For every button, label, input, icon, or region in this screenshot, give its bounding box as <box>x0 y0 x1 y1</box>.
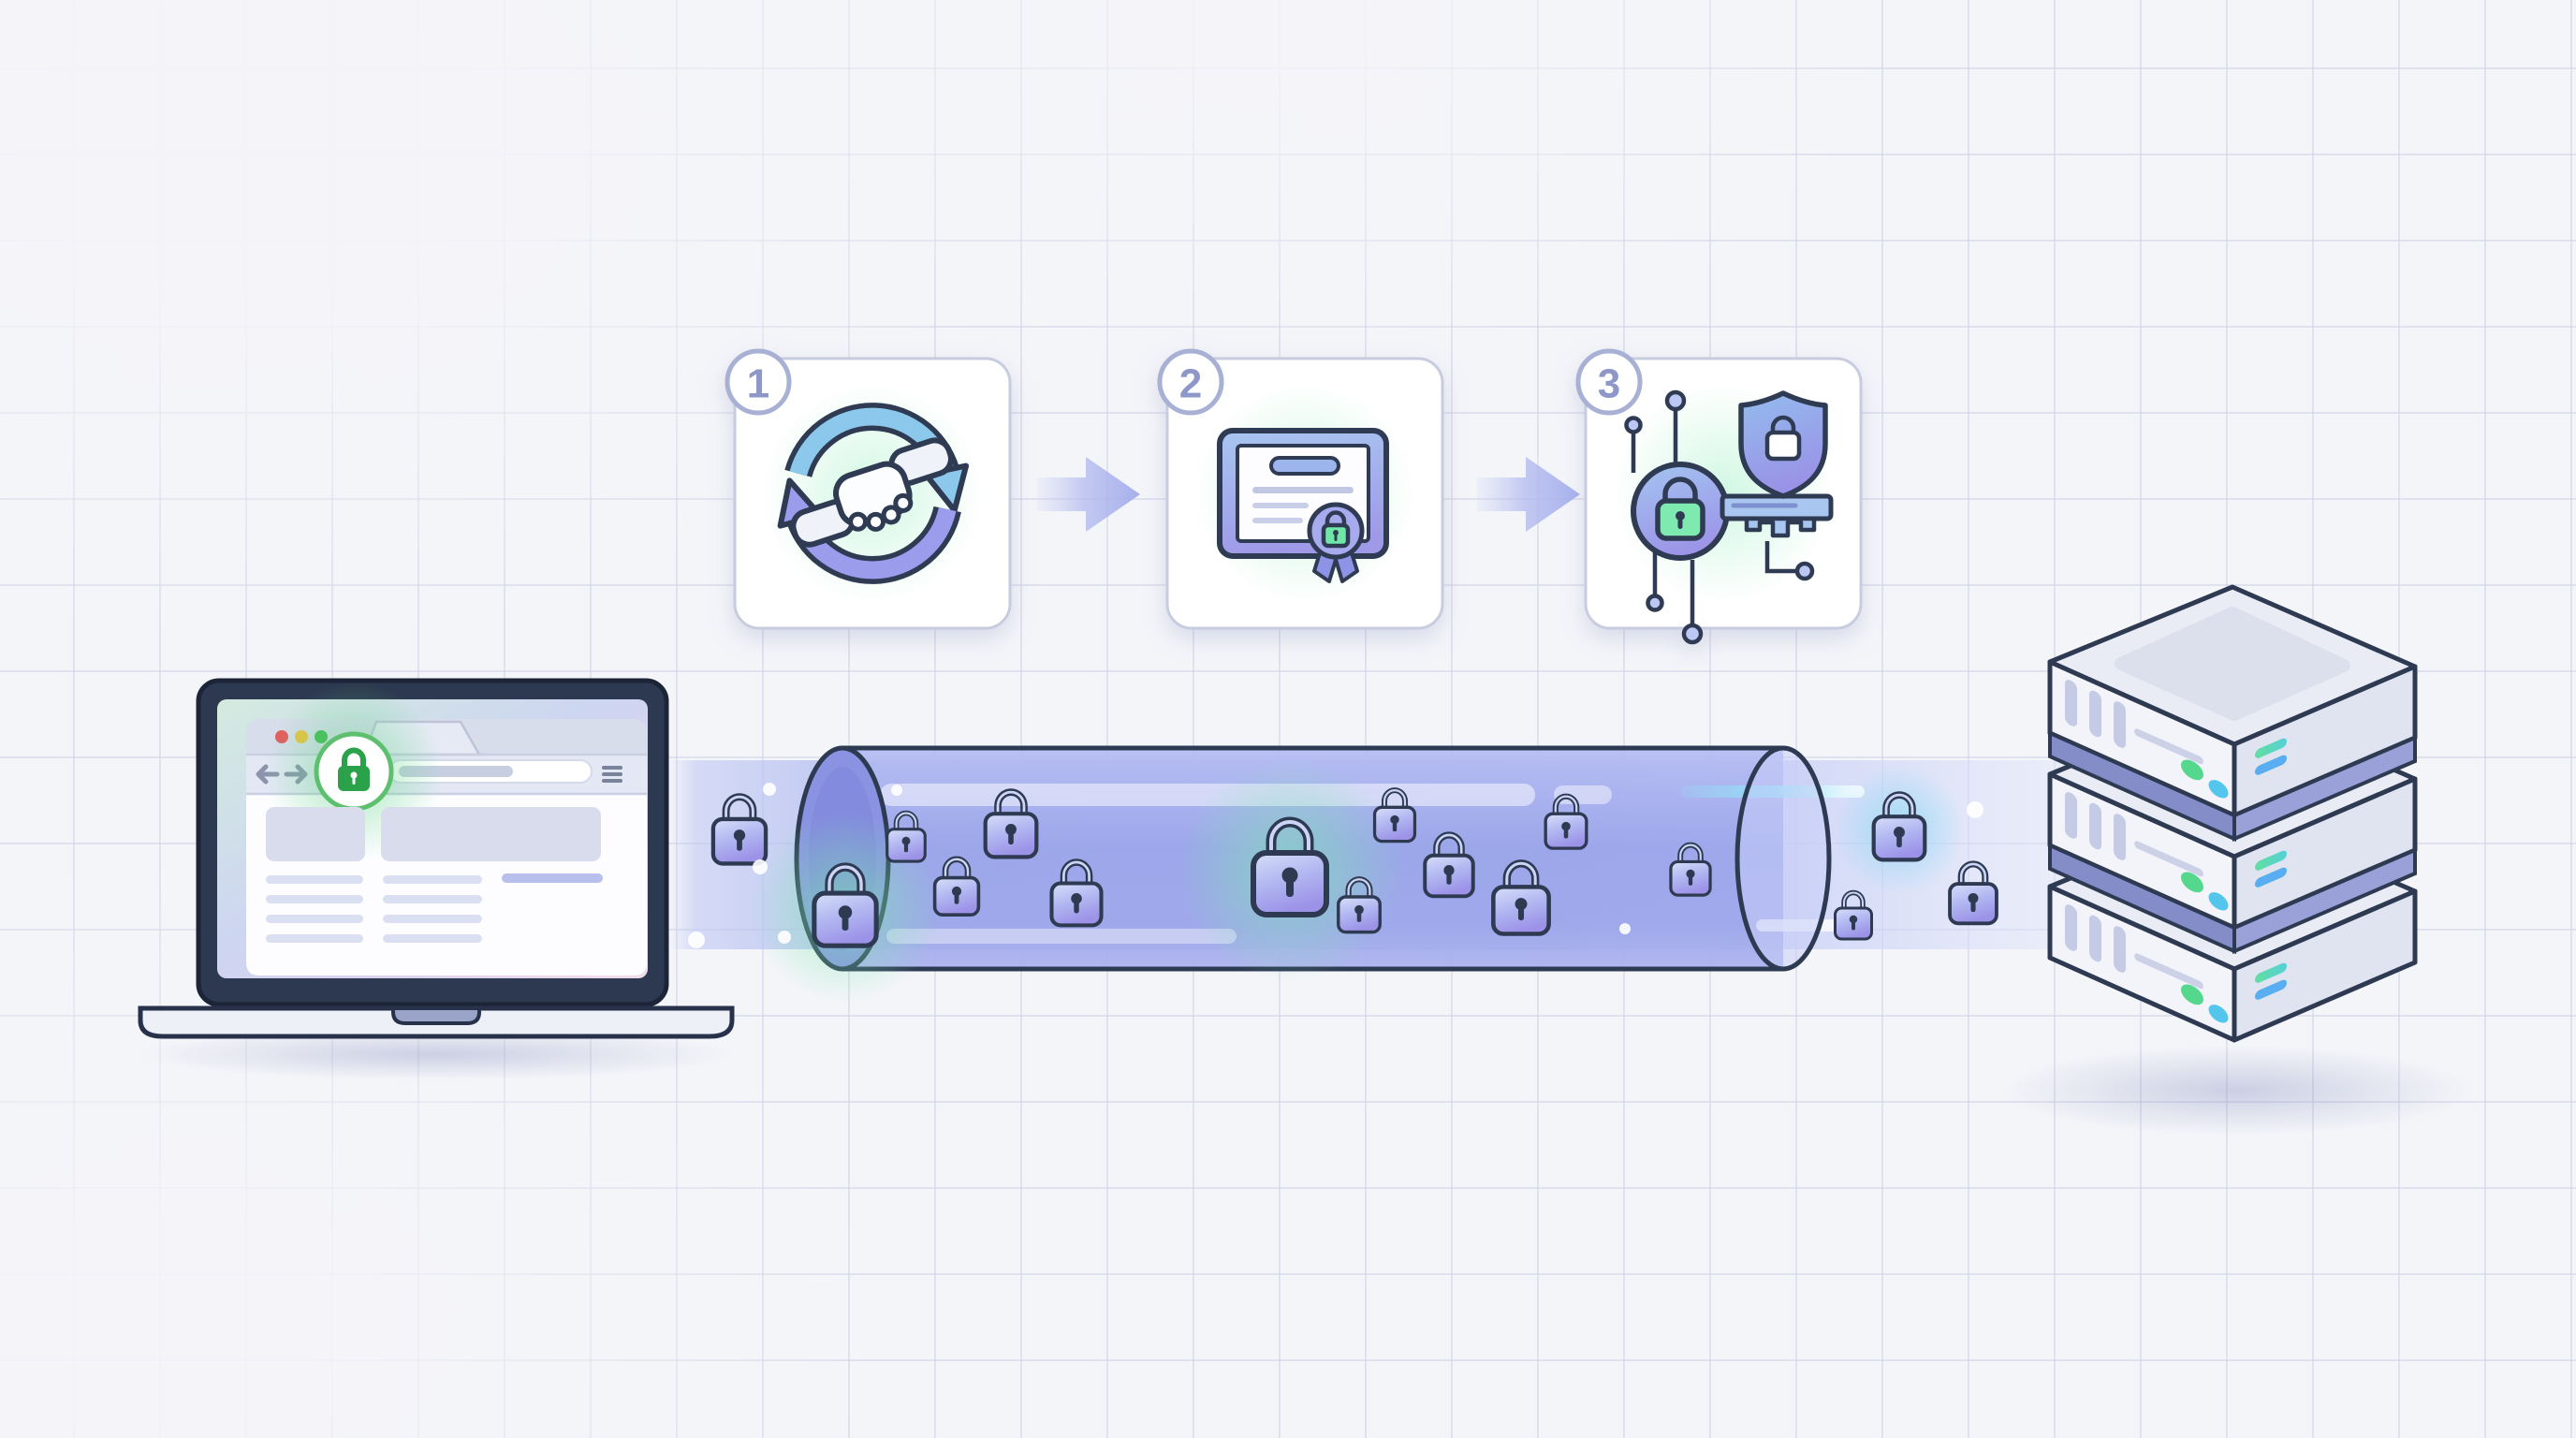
step-badge <box>724 348 792 416</box>
server-shadow <box>1998 1046 2476 1136</box>
padlocks-layer <box>713 757 1997 1004</box>
step-number: 2 <box>1179 361 1202 407</box>
led-cyan <box>2208 892 2229 911</box>
shield-lock-icon <box>1738 390 1828 499</box>
led-green <box>2181 759 2203 781</box>
step-number: 3 <box>1598 361 1620 407</box>
content-block <box>381 807 601 861</box>
encryption-key-shield-icon <box>1624 389 1834 645</box>
led-cyan <box>2208 1005 2229 1023</box>
server-stack <box>1998 584 2476 1136</box>
tunnel-right-cap <box>1734 745 1832 972</box>
led-cyan <box>2208 780 2229 799</box>
encrypted-tunnel <box>668 745 2074 1004</box>
motion-streak <box>886 929 1237 944</box>
step-badge <box>1157 348 1224 416</box>
step-card-2: 2 <box>1157 348 1444 630</box>
server-unit-1 <box>2047 584 2418 818</box>
led-green <box>2181 872 2203 893</box>
laptop-shadow <box>137 1028 736 1080</box>
circuit-dots <box>1624 389 1815 645</box>
key-lock-icon <box>1655 477 1705 541</box>
laptop <box>137 678 736 1080</box>
menu-icon <box>602 766 622 783</box>
flow-arrow-icon <box>1477 457 1580 532</box>
sparkle-dots <box>688 783 1983 948</box>
step-badge <box>1575 348 1643 416</box>
server-gap-band <box>2232 734 2417 843</box>
server-top-panel <box>2115 607 2350 721</box>
flow-arrow-icon <box>1037 457 1140 532</box>
browser-window <box>246 682 647 976</box>
step-card-1: 1 <box>724 348 1012 630</box>
secure-lock-icon <box>338 747 370 791</box>
content-block <box>266 807 365 861</box>
handshake-cycle-icon <box>777 403 970 584</box>
certificate-seal-lock-icon <box>1217 428 1389 583</box>
step-card-3: 3 <box>1575 348 1863 645</box>
step-number: 1 <box>747 361 769 407</box>
server-gap-band <box>2232 846 2417 955</box>
laptop-notch <box>391 1006 481 1025</box>
circuit-lines <box>1631 408 1797 625</box>
content-lines <box>266 873 603 943</box>
led-green <box>2181 984 2203 1005</box>
key-teeth <box>1744 516 1817 538</box>
